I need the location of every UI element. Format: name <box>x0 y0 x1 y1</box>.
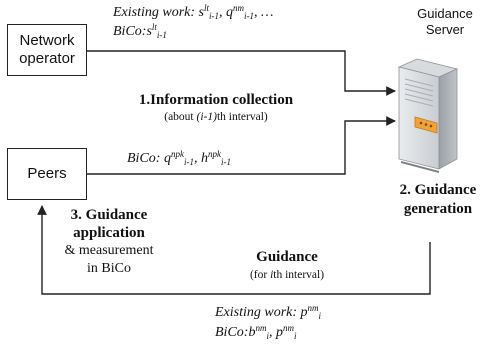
top-note-bico: BiCo:slti-1 <box>113 22 167 40</box>
guidance-server-label: Guidance Server <box>417 6 473 37</box>
top-note-existing-work: Existing work: slti-1, qnmi-1, … <box>113 3 274 21</box>
peers-label: Peers <box>27 165 67 182</box>
guidance-subtitle: (for ith interval) <box>249 269 325 281</box>
information-collection-subtitle: (about (i-1)th interval) <box>164 111 268 123</box>
guidance-generation-label: 2. Guidance generation <box>399 182 477 217</box>
network-operator-box: Network operator <box>7 24 87 76</box>
arrow-server-to-peers <box>37 205 431 295</box>
network-operator-label: Network operator <box>19 32 75 67</box>
bottom-note-existing-work: Existing work: pnmi <box>215 303 322 321</box>
guidance-application-label: 3. Guidance application & measurement in… <box>64 207 154 276</box>
server-icon <box>397 58 459 173</box>
arrow-operator-to-server <box>86 50 396 96</box>
guidance-title: Guidance <box>256 249 318 265</box>
information-collection-title: 1.Information collection <box>138 92 294 108</box>
arrow-peers-to-server <box>86 116 396 175</box>
peers-box: Peers <box>7 148 87 200</box>
bottom-note-bico: BiCo:bnmi, pnmi <box>215 323 297 341</box>
peer-note-bico: BiCo: qnpki-1, hnpki-1 <box>127 149 231 167</box>
